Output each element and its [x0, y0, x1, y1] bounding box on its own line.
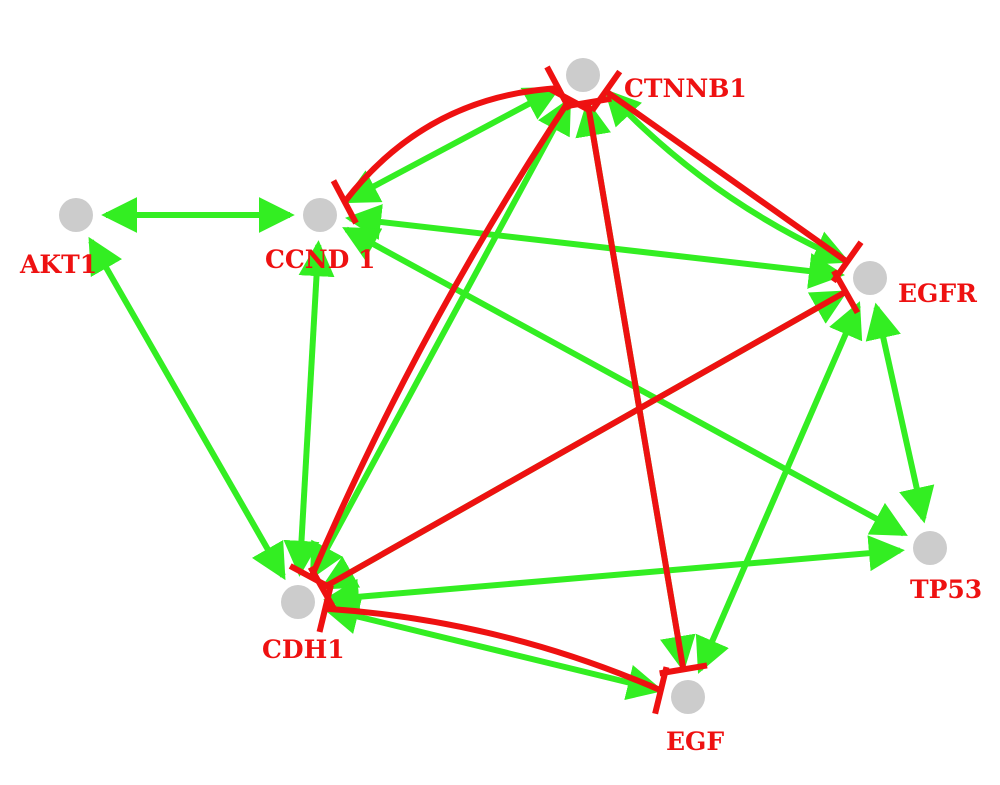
- activation-edge-ccnd1-egfr: [345, 204, 845, 289]
- node-label-egfr: EGFR: [898, 279, 977, 308]
- activation-edge-ctnnb1-cdh1: [309, 97, 572, 580]
- node-tp53: [913, 531, 947, 565]
- inhibition-bar-end: [307, 565, 337, 611]
- node-egf: [671, 680, 705, 714]
- inhibition-edge-cdh1-egf: [316, 584, 670, 715]
- node-label-ctnnb1: CTNNB1: [624, 74, 747, 103]
- activation-edge-egfr-tp53: [865, 302, 935, 524]
- inhibition-edges: [288, 65, 864, 715]
- inhibition-edge-ctnnb1-egf: [563, 95, 708, 677]
- inhibition-bar-start: [316, 584, 334, 633]
- node-label-cdh1: CDH1: [262, 635, 345, 664]
- inhibition-line: [604, 88, 849, 265]
- node-label-egf: EGF: [666, 727, 724, 756]
- inhibition-bar-start: [563, 95, 612, 110]
- inhibition-bar-start: [831, 269, 861, 315]
- node-label-ccnd1: CCND 1: [265, 245, 375, 274]
- inhibition-line: [320, 289, 848, 591]
- inhibition-bar-start: [547, 85, 593, 114]
- activation-edge-ccnd1-cdh1: [283, 240, 335, 577]
- inhibition-line: [584, 102, 687, 670]
- inhibition-bar-end: [652, 666, 670, 715]
- activation-edge-akt1-cdh1: [88, 236, 286, 581]
- node-ccnd1: [303, 198, 337, 232]
- node-label-akt1: AKT1: [19, 250, 97, 279]
- node-label-tp53: TP53: [910, 575, 982, 604]
- nodes: [59, 58, 947, 714]
- node-akt1: [59, 198, 93, 232]
- activation-edge-tp53-cdh1: [323, 535, 905, 615]
- node-cdh1: [281, 585, 315, 619]
- inhibition-line: [342, 85, 559, 204]
- inhibition-bar-start: [330, 179, 359, 225]
- inhibition-line: [308, 97, 573, 579]
- node-ctnnb1: [566, 58, 600, 92]
- activation-edge-cdh1-egf: [322, 598, 664, 701]
- activation-edges: [88, 86, 935, 701]
- inhibition-edge-egfr-cdh1: [307, 269, 861, 611]
- node-egfr: [853, 261, 887, 295]
- inhibition-line: [325, 605, 662, 694]
- inhibition-bar-start: [589, 69, 623, 113]
